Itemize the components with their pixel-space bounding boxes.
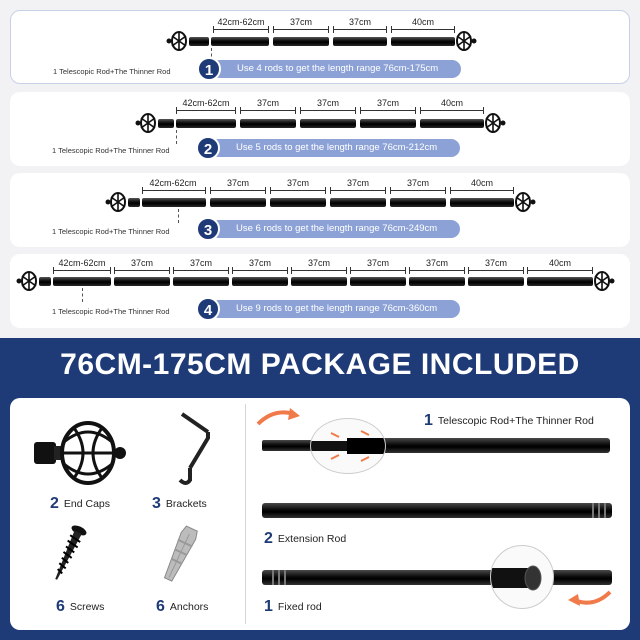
segment-label: 37cm (226, 178, 250, 188)
segment-label: 42cm-62cm (217, 17, 265, 27)
segment-label: 40cm (411, 17, 435, 27)
segment-label: 37cm (256, 98, 280, 108)
config-number-badge: 2 (196, 136, 220, 160)
end-cap-icon (34, 421, 126, 485)
finial-right-icon (456, 31, 477, 51)
segment-label: 37cm (248, 258, 272, 268)
telescopic-note: 1 Telescopic Rod+The Thinner Rod (52, 146, 170, 155)
config-pill: Use 9 rods to get the length range 76cm-… (210, 300, 460, 318)
finial-right-icon (485, 113, 506, 133)
segment-label: 37cm (366, 258, 390, 268)
segment-label: 40cm (440, 98, 464, 108)
config-pill: Use 6 rods to get the length range 76cm-… (210, 220, 460, 238)
segment-label: 37cm (307, 258, 331, 268)
segment-label: 37cm (130, 258, 154, 268)
finial-left-icon (166, 31, 187, 51)
segment-label: 37cm (484, 258, 508, 268)
segment-label: 37cm (406, 178, 430, 188)
zoom-detail-circle (310, 418, 386, 474)
finial-right-icon (594, 271, 615, 291)
package-title: 76CM-175CM PACKAGE INCLUDED (60, 348, 580, 381)
config-number-badge: 3 (196, 217, 220, 241)
finial-left-icon (105, 192, 126, 212)
segment-label: 42cm-62cm (149, 178, 197, 188)
segment-label: 37cm (286, 178, 310, 188)
config-panel-4: 42cm-62cm 37cm 37cm 37cm 37cm 37cm 37cm … (10, 254, 630, 328)
segment-label: 42cm-62cm (58, 258, 106, 268)
config-number-badge: 1 (197, 57, 221, 81)
segment-label: 37cm (289, 17, 313, 27)
divider (245, 404, 246, 624)
telescopic-note: 1 Telescopic Rod+The Thinner Rod (52, 227, 170, 236)
config-panel-3: 42cm-62cm 37cm 37cm 37cm 37cm 40cm 1 Tel… (10, 173, 630, 247)
config-panel-1: 42cm-62cm 37cm 37cm 40cm 1 Telescopic Ro… (10, 10, 630, 84)
bracket-icon (178, 412, 210, 485)
segment-label: 42cm-62cm (182, 98, 230, 108)
segment-label: 37cm (376, 98, 400, 108)
segment-label: 37cm (348, 17, 372, 27)
segment-label: 40cm (548, 258, 572, 268)
finial-left-icon (135, 113, 156, 133)
thinner-rod (262, 440, 342, 451)
configurations-area: 42cm-62cm 37cm 37cm 40cm 1 Telescopic Ro… (0, 0, 640, 338)
zoom-detail-circle (490, 545, 554, 609)
config-pill: Use 4 rods to get the length range 76cm-… (211, 60, 461, 78)
config-panel-2: 42cm-62cm 37cm 37cm 37cm 40cm 1 Telescop… (10, 92, 630, 166)
fixed-rod (262, 570, 612, 585)
finial-right-icon (515, 192, 536, 212)
segment-label: 37cm (425, 258, 449, 268)
extension-rod (262, 503, 612, 518)
telescopic-rod (336, 438, 610, 453)
anchor-icon (163, 525, 198, 582)
rotate-arrow-icon (568, 590, 612, 606)
screw-icon (55, 525, 87, 580)
telescopic-note: 1 Telescopic Rod+The Thinner Rod (53, 67, 171, 76)
segment-label: 37cm (189, 258, 213, 268)
rotate-arrow-icon (256, 408, 300, 426)
config-number-badge: 4 (196, 297, 220, 321)
telescopic-note: 1 Telescopic Rod+The Thinner Rod (52, 307, 170, 316)
finial-left-icon (16, 271, 37, 291)
segment-label: 37cm (316, 98, 340, 108)
segment-label: 40cm (470, 178, 494, 188)
config-pill: Use 5 rods to get the length range 76cm-… (210, 139, 460, 157)
segment-label: 37cm (346, 178, 370, 188)
